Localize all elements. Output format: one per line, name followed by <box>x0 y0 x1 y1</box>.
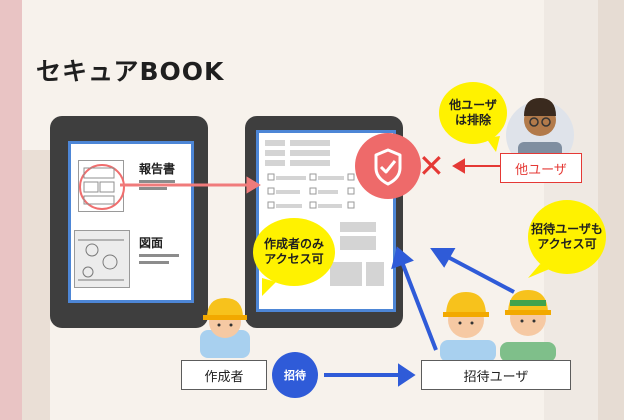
bubble-tail <box>262 278 276 296</box>
bubble-line: 招待ユーザも <box>531 222 603 236</box>
role-label-others: 他ユーザ <box>500 153 582 183</box>
drawing-text-line <box>139 261 169 264</box>
bubble-line: 他ユーザ <box>449 98 497 112</box>
person-icon <box>200 298 250 358</box>
report-text-line <box>139 187 167 190</box>
shield-glyph <box>374 148 402 186</box>
bubble-line: は排除 <box>454 113 491 127</box>
bubble-line: アクセス可 <box>264 252 324 266</box>
decor-stripe-left-inner <box>22 150 50 420</box>
form-checkboxes <box>267 173 355 209</box>
arrow-icon <box>324 246 515 387</box>
role-label-invited: 招待ユーザ <box>421 360 571 390</box>
bubble-line: アクセス可 <box>537 237 597 251</box>
page-title: セキュアBOOK <box>36 57 225 86</box>
arrow-icon <box>120 176 261 194</box>
person-icon <box>440 292 496 362</box>
drawing-label: 図面 <box>139 236 164 250</box>
report-text-line <box>139 180 175 183</box>
decor-stripe-right-edge <box>598 0 624 420</box>
report-label: 報告書 <box>139 162 176 176</box>
report-highlight-circle <box>79 164 125 210</box>
invite-badge: 招待 <box>272 352 318 398</box>
decor-stripe-left <box>0 0 22 420</box>
drawing-sketch <box>78 239 124 281</box>
person-icon <box>500 290 556 362</box>
shield-check-icon <box>355 133 421 199</box>
report-sketch <box>83 167 115 205</box>
form-fields <box>265 140 384 286</box>
bubble-others-excluded: 他ユーザは排除 <box>439 82 507 144</box>
role-label-creator: 作成者 <box>181 360 267 390</box>
bubble-invited-access: 招待ユーザもアクセス可 <box>528 200 606 274</box>
bubble-creator-only: 作成者のみアクセス可 <box>253 218 335 286</box>
drawing-text-line <box>139 254 179 257</box>
x-icon: ✕ <box>418 147 445 185</box>
bubble-line: 作成者のみ <box>263 237 324 251</box>
arrow-icon <box>452 158 500 174</box>
